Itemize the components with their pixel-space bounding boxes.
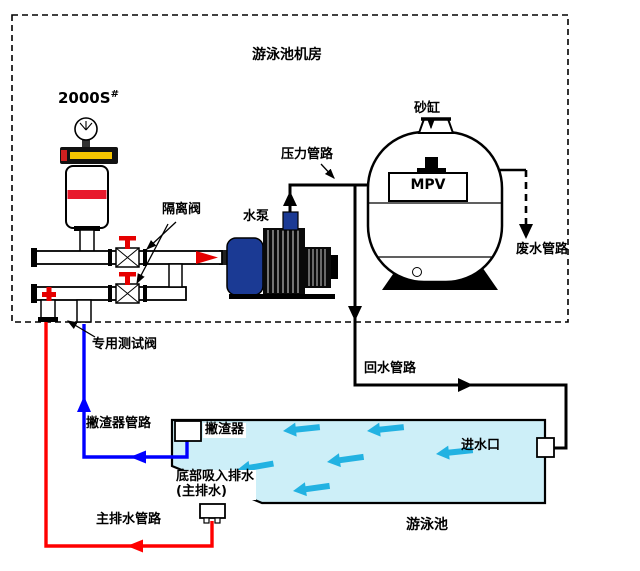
- skimmer-flow-arrows: [77, 396, 146, 464]
- valve-cross: [115, 247, 140, 268]
- pump-base: [229, 294, 335, 299]
- pump-suction-arrow-icon: [196, 251, 218, 264]
- drain-leg: [214, 517, 221, 524]
- flange: [74, 226, 100, 231]
- flow-arrow-left-icon: [130, 450, 146, 464]
- skimmer-box: [174, 420, 202, 442]
- bottom-drain-line2: (主排水): [176, 483, 227, 499]
- drain-leg: [203, 517, 210, 524]
- flange: [108, 285, 112, 302]
- flow-arrow-up-icon: [283, 191, 297, 206]
- equipment-room-border: [11, 14, 569, 323]
- tank-drain-port: [412, 267, 422, 277]
- pump-outlet: [282, 211, 299, 231]
- flow-arrow-icon: [367, 422, 405, 437]
- controller-stripe: [70, 152, 112, 159]
- test-valve-handle-icon: [46, 287, 52, 301]
- return-pipeline: [348, 186, 568, 450]
- flow-arrow-icon: [436, 445, 474, 460]
- flow-arrow-right-icon: [458, 378, 473, 392]
- test-valve-body: [40, 299, 56, 319]
- controller-indicator: [61, 150, 67, 161]
- filter-tank: [366, 130, 504, 284]
- valve-handles: [42, 236, 218, 301]
- flow-arrow-down-icon: [348, 306, 362, 321]
- pump-body: [263, 228, 305, 295]
- pressure-pipeline: [283, 183, 388, 214]
- test-valve-label: 专用测试阀: [92, 337, 158, 352]
- pump-fins: [267, 230, 299, 293]
- flange: [143, 249, 147, 266]
- drain-body: [199, 503, 226, 519]
- skimmer-pipe-label: 撇渣器管路: [86, 416, 152, 431]
- pump: [219, 211, 338, 299]
- mpv-box: [388, 172, 468, 202]
- pressure-pipe-pointer: [320, 163, 335, 179]
- flow-arrow-icon: [293, 482, 331, 497]
- room-title: 游泳池机房: [252, 47, 322, 63]
- skimmer-pipeline: [77, 324, 189, 464]
- waste-pipe-label: 废水管路: [516, 242, 569, 257]
- pipe-end-cap: [31, 248, 37, 267]
- bottom-drain-line1: 底部吸入排水: [176, 469, 255, 484]
- model-number: 2000S: [58, 89, 111, 107]
- tank-band: [67, 190, 107, 199]
- main-drain-pipe-label: 主排水管路: [96, 512, 162, 527]
- tank-seams: [369, 202, 501, 258]
- flange: [38, 317, 58, 322]
- mpv-handle-base: [417, 168, 446, 174]
- model-label: 2000S#: [58, 89, 119, 107]
- model-superscript: #: [110, 89, 119, 100]
- skimmer-label: 撇渣器: [203, 422, 247, 438]
- return-pipe-label: 回水管路: [364, 361, 417, 376]
- isolation-valve-pointer: [136, 223, 169, 285]
- pipe-riser: [168, 263, 183, 288]
- gauge-needle: [79, 121, 93, 131]
- tank-downpipe: [79, 229, 95, 253]
- pool-inlet-fitting: [536, 437, 555, 458]
- mpv-label: MPV: [410, 177, 446, 193]
- motor-cap: [331, 255, 338, 279]
- motor-fins: [308, 249, 326, 286]
- sand-filter: [366, 117, 504, 290]
- pipe-end-cap: [31, 284, 37, 303]
- main-drain-pipeline: [44, 320, 214, 553]
- pump-inlet-flange: [219, 250, 228, 265]
- test-valve-pointer: [66, 320, 96, 338]
- valve-cross: [115, 283, 140, 304]
- bottom-drain-label: 底部吸入排水 (主排水): [174, 469, 257, 500]
- pool-label: 游泳池: [406, 517, 448, 533]
- valve-handle-icon: [125, 240, 130, 249]
- flow-arrow-up-icon: [77, 396, 91, 412]
- mpv-handle: [425, 157, 438, 170]
- gauge-stem: [82, 139, 90, 149]
- flow-arrow-icon: [283, 422, 321, 437]
- flow-arrow-left-icon: [127, 539, 143, 553]
- sand-tank-label: 砂缸: [414, 101, 441, 116]
- skimmer-suction-stub: [76, 299, 92, 323]
- flange: [108, 249, 112, 266]
- flow-arrow-down-icon: [519, 224, 533, 239]
- valve-handle-icon: [125, 276, 130, 285]
- flow-arrow-icon: [327, 453, 365, 468]
- main-drain-fitting: [199, 503, 226, 524]
- backwash-valve-assembly: [31, 117, 223, 323]
- pressure-pipe-label: 压力管路: [281, 147, 334, 162]
- pump-volute: [226, 237, 264, 296]
- valve-handle-icon: [119, 236, 136, 241]
- filter-lid: [417, 118, 455, 134]
- label-pointer-arrows: [66, 118, 435, 338]
- isolation-valve-label: 隔离阀: [162, 202, 202, 217]
- pump-label: 水泵: [243, 209, 270, 224]
- valve-handle-icon: [119, 272, 136, 277]
- inlet-label: 进水口: [461, 438, 501, 453]
- flange: [143, 285, 147, 302]
